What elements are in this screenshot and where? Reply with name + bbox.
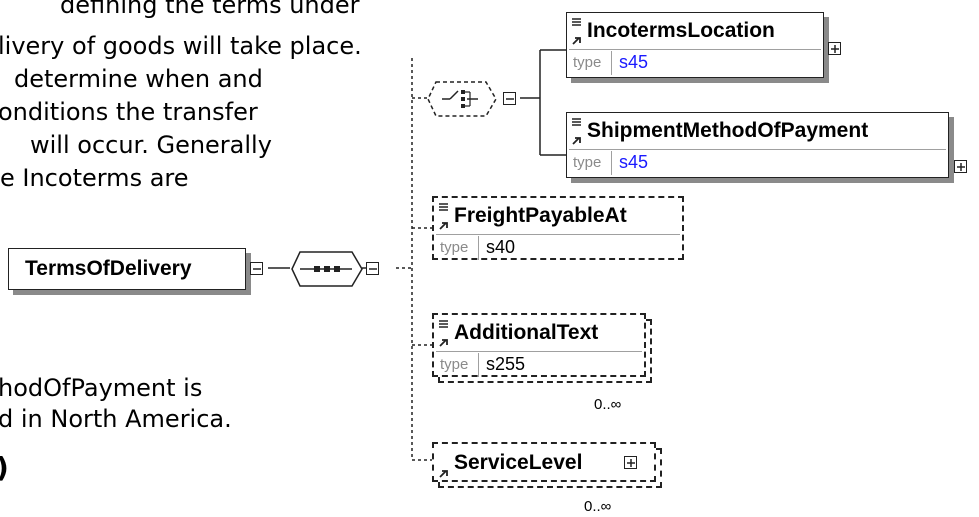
description-line-5: will occur. Generally [30,131,272,159]
type-label: type [440,239,469,256]
type-separator [611,51,612,75]
element-marker-icon [572,18,581,45]
element-marker-icon [439,470,448,478]
incoterms-location-expand-icon[interactable] [828,42,841,55]
description-line-2: livery of goods will take place. [0,32,362,60]
description-line-7: hodOfPayment is [0,374,203,402]
sequence-collapse-icon[interactable] [366,262,379,275]
element-incoterms-location[interactable]: IncotermsLocation type s45 [566,12,824,78]
element-name: ShipmentMethodOfPayment [587,119,869,142]
element-name: IncotermsLocation [587,19,775,42]
element-shipment-method-of-payment[interactable]: ShipmentMethodOfPayment type s45 [566,112,949,178]
description-line-9: ) [0,453,9,483]
type-divider [569,149,946,150]
element-freight-payable-at[interactable]: FreightPayableAt type s40 [432,196,684,260]
additional-text-cardinality: 0..∞ [594,396,622,413]
choice-compositor-icon[interactable] [426,80,498,118]
description-line-6: e Incoterms are [0,164,189,192]
element-name: ServiceLevel [454,451,583,474]
service-level-cardinality: 0..∞ [584,498,612,515]
element-marker-icon [439,203,448,230]
type-label: type [440,356,469,373]
element-name: AdditionalText [454,321,599,344]
type-divider [436,234,680,235]
type-separator [611,151,612,175]
description-line-8: d in North America. [0,405,232,433]
root-element-name: TermsOfDelivery [25,257,192,280]
description-line-1: defining the terms under [60,0,360,19]
element-name: FreightPayableAt [454,204,627,227]
type-divider [436,351,642,352]
type-divider [569,49,821,50]
element-additional-text[interactable]: AdditionalText type s255 [432,313,646,377]
service-level-expand-icon[interactable] [624,456,637,469]
description-line-3: determine when and [14,65,263,93]
type-separator [478,236,479,260]
sequence-compositor-icon[interactable] [290,250,364,288]
type-separator [478,353,479,377]
element-marker-icon [439,320,448,347]
choice-collapse-icon[interactable] [503,92,516,105]
element-marker-icon [572,118,581,145]
type-value-link[interactable]: s45 [619,152,649,172]
description-line-4: onditions the transfer [0,98,258,126]
shipment-method-expand-icon[interactable] [954,160,967,173]
root-element-box[interactable]: TermsOfDelivery [8,248,246,290]
type-label: type [573,54,602,71]
element-service-level[interactable]: ServiceLevel [432,442,656,482]
type-label: type [573,154,602,171]
type-value-link[interactable]: s45 [619,52,649,72]
root-collapse-icon[interactable] [250,262,263,275]
type-value: s255 [486,354,526,374]
type-value: s40 [486,237,516,257]
